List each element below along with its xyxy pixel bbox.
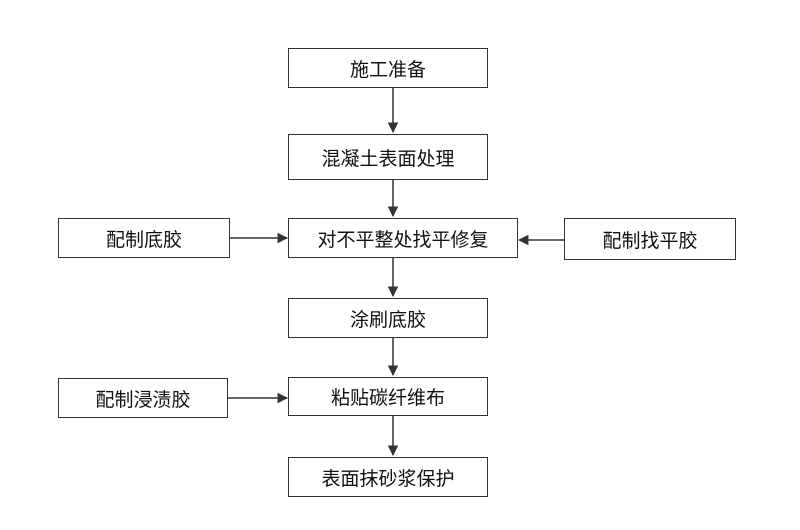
input-leveling-prep: 配制找平胶 — [564, 218, 736, 260]
step-attach-carbon-fiber: 粘贴碳纤维布 — [288, 377, 488, 416]
input-primer-prep: 配制底胶 — [58, 218, 230, 258]
step-apply-primer: 涂刷底胶 — [288, 298, 488, 338]
step-leveling-repair: 对不平整处找平修复 — [288, 218, 518, 258]
step-mortar-protection: 表面抹砂浆保护 — [288, 457, 488, 497]
step-concrete-surface-treatment: 混凝土表面处理 — [288, 134, 488, 180]
step-construction-prep: 施工准备 — [288, 48, 488, 88]
input-impregnation-prep: 配制浸渍胶 — [58, 378, 228, 418]
